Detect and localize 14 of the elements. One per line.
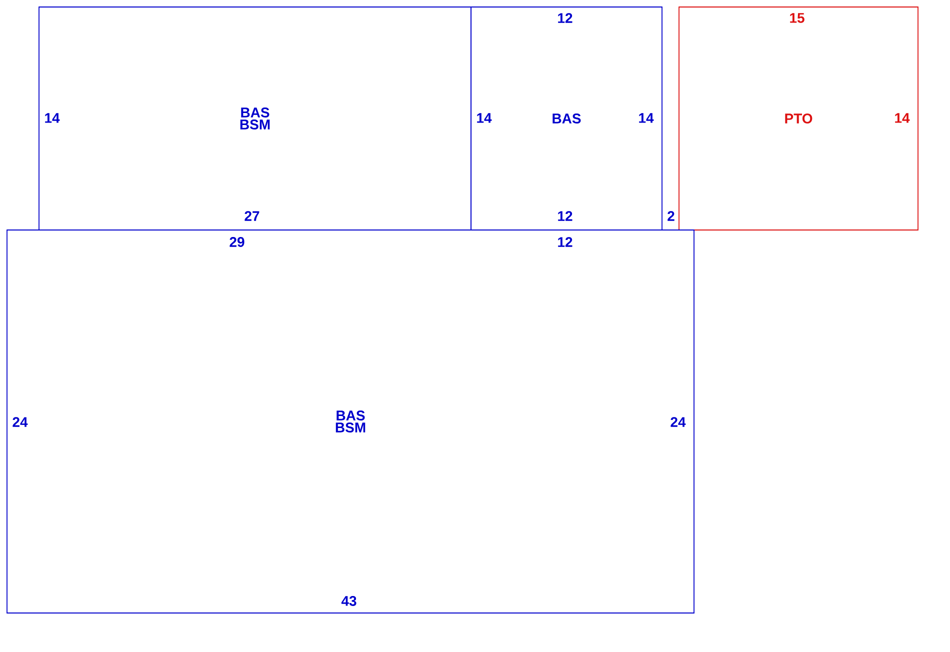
dimension-label: 12 xyxy=(558,237,572,247)
dimension-label: 12 xyxy=(558,13,572,23)
dimension-label: 24 xyxy=(12,417,28,427)
dimension-label: 29 xyxy=(230,237,244,247)
dimension-label: 14 xyxy=(639,113,654,123)
dimension-label: 27 xyxy=(244,211,260,221)
dimension-label: 14 xyxy=(45,113,60,123)
dimension-label: 43 xyxy=(341,596,356,606)
dimension-label: 14 xyxy=(895,113,910,123)
dimension-label: 15 xyxy=(790,13,804,23)
dimension-label: 2 xyxy=(668,211,674,221)
dimension-label: 24 xyxy=(670,417,686,427)
dimension-label: 12 xyxy=(558,211,572,221)
dimension-label: 14 xyxy=(477,113,492,123)
